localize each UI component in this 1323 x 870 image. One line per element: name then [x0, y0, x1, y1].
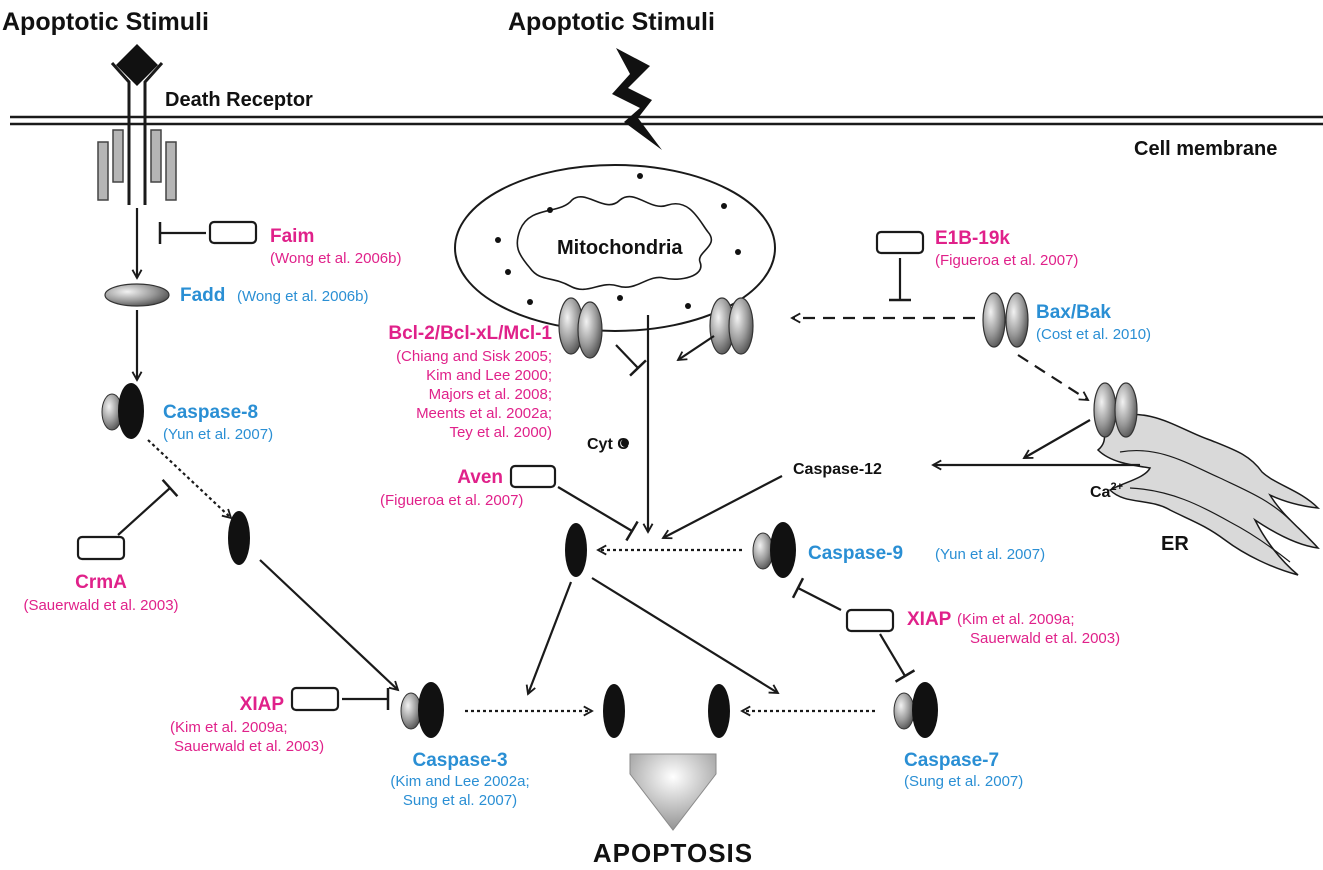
arrow-baxbak-er: [1017, 354, 1088, 400]
caspase9-icon: [752, 522, 796, 578]
arrow-er-unknown: [1024, 419, 1091, 459]
caspase7-icon: [893, 682, 938, 738]
crma-name: CrmA: [75, 572, 127, 593]
stimuli-label-left: Apoptotic Stimuli: [2, 8, 209, 36]
aven-box-icon: [509, 464, 557, 489]
cytc-dot-icon: [621, 439, 629, 447]
xiap-right-ref-2: Sauerwald et al. 2003): [970, 630, 1120, 647]
caspase3-name: Caspase-3: [412, 750, 507, 771]
bcl-name: Bcl-2/Bcl-xL/Mcl-1: [388, 323, 552, 344]
bcl2-protein-pair: [558, 297, 603, 359]
e1b-box-icon: [875, 230, 925, 255]
cytc-label: Cyt C: [587, 436, 629, 453]
endoplasmic-reticulum: [1093, 382, 1321, 576]
faim-name: Faim: [270, 226, 314, 247]
xiap-right-box-icon: [845, 608, 895, 633]
baxbak-name: Bax/Bak: [1036, 302, 1111, 323]
e1b-ref: (Figueroa et al. 2007): [935, 252, 1078, 269]
caspase8-icon: [101, 383, 144, 439]
active-caspase8-icon: [228, 511, 250, 565]
fadd-ref: (Wong et al. 2006b): [237, 288, 368, 305]
bcl-ref-4: Meents et al. 2002a;: [416, 405, 552, 422]
caspase7-name: Caspase-7: [904, 750, 999, 771]
xiap-right-ref-1: (Kim et al. 2009a;: [957, 611, 1075, 628]
arrow-casp9-casp3: [528, 581, 573, 694]
caspase9-ref: (Yun et al. 2007): [935, 546, 1045, 563]
active-caspase3-icon: [603, 684, 625, 738]
lightning-bolt-icon: [612, 48, 662, 150]
bcl-ref-1: (Chiang and Sisk 2005;: [396, 348, 552, 365]
fadd-protein-icon: [104, 283, 170, 307]
caspase8-ref: (Yun et al. 2007): [163, 426, 273, 443]
xiap-left-ref-2: Sauerwald et al. 2003): [174, 738, 324, 755]
death-receptor-icon: [97, 44, 177, 205]
arrow-casp8-casp3: [259, 559, 398, 690]
mitochondria: [454, 164, 776, 332]
bax-bak-pair: [982, 292, 1029, 348]
faim-box-icon: [208, 220, 258, 245]
calcium-base: Ca: [1090, 484, 1111, 501]
bcl-ref-3: Majors et al. 2008;: [429, 386, 552, 403]
cell-membrane: [10, 115, 1323, 126]
calcium-label: Ca2+: [1090, 481, 1123, 501]
caspase3-ref-2: Sung et al. 2007): [403, 792, 517, 809]
calcium-superscript: 2+: [1110, 481, 1123, 493]
bcl-inhibit: [615, 344, 647, 377]
cell-membrane-label: Cell membrane: [1134, 138, 1277, 160]
stimuli-label-center: Apoptotic Stimuli: [508, 8, 715, 36]
caspase7-ref: (Sung et al. 2007): [904, 773, 1023, 790]
bax-bak-mito-pair: [709, 297, 754, 355]
arrow-casp9-casp7: [591, 577, 778, 693]
bcl-ref-5: Tey et al. 2000): [449, 424, 552, 441]
xiap-left-ref-1: (Kim et al. 2009a;: [170, 719, 288, 736]
arrow-caspase8-active: [147, 439, 231, 518]
bcl-ref-2: Kim and Lee 2000;: [426, 367, 552, 384]
apoptosis-big-arrow-icon: [629, 753, 717, 831]
active-caspase9-icon: [565, 523, 587, 577]
death-receptor-label: Death Receptor: [165, 89, 313, 111]
arrow-casp12-casp9: [663, 475, 783, 538]
baxbak-ref: (Cost et al. 2010): [1036, 326, 1151, 343]
active-caspase7-icon: [708, 684, 730, 738]
xiap-left-name: XIAP: [240, 694, 285, 715]
faim-ref: (Wong et al. 2006b): [270, 250, 401, 267]
aven-name: Aven: [457, 467, 503, 488]
crma-box-icon: [76, 535, 126, 561]
arrow-bax-mito: [678, 335, 715, 360]
caspase8-name: Caspase-8: [163, 402, 258, 423]
caspase9-name: Caspase-9: [808, 543, 903, 564]
xiap-left-box-icon: [290, 686, 340, 712]
crma-inhibit: [117, 479, 179, 536]
fadd-name: Fadd: [180, 285, 225, 306]
xiap-right-name: XIAP: [907, 609, 952, 630]
mitochondria-label: Mitochondria: [557, 237, 683, 259]
caspase3-ref-1: (Kim and Lee 2002a;: [390, 773, 529, 790]
aven-inhibit: [557, 486, 639, 542]
aven-ref: (Figueroa et al. 2007): [380, 492, 523, 509]
er-label: ER: [1161, 533, 1189, 555]
apoptosis-label: APOPTOSIS: [593, 838, 753, 868]
caspase12-label: Caspase-12: [793, 461, 882, 478]
xiap-right-inhibit-casp9: [791, 577, 842, 611]
inhibition-lines: [117, 222, 916, 710]
crma-ref: (Sauerwald et al. 2003): [23, 597, 178, 614]
pathway-arrows: [137, 208, 1140, 711]
xiap-right-inhibit-casp7: [879, 633, 916, 683]
e1b-name: E1B-19k: [935, 228, 1010, 249]
caspase3-icon: [400, 682, 444, 738]
